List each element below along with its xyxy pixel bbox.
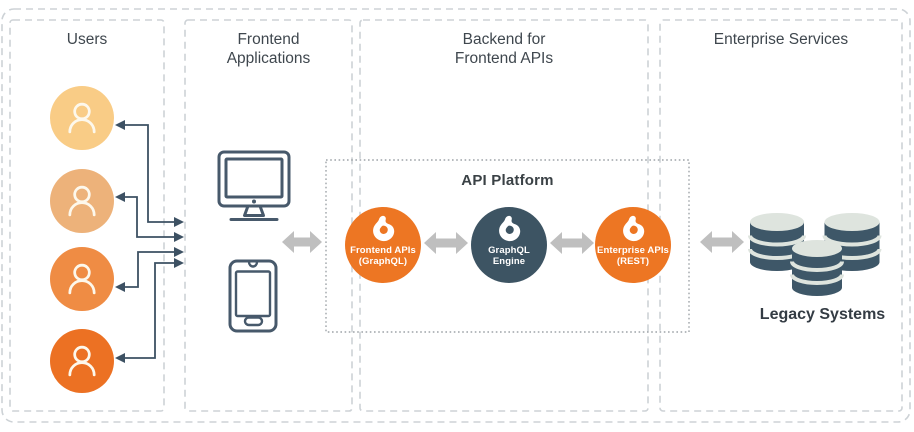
- api-platform-title: API Platform: [461, 172, 554, 189]
- node-frontend-apis: Frontend APIs (GraphQL): [345, 207, 421, 283]
- user-avatar-3: [50, 247, 114, 311]
- double-arrow-frontendapi-engine-icon: [424, 232, 468, 254]
- database-stack-back-left-icon: [748, 213, 806, 271]
- user-connector-1: [115, 120, 184, 227]
- legacy-systems-caption: Legacy Systems: [759, 306, 886, 323]
- user-avatar-2: [50, 169, 114, 233]
- node-enterprise-apis: Enterprise APIs (REST): [595, 207, 671, 283]
- arrowhead-left-icon: [115, 192, 125, 202]
- node-label: Frontend APIs (GraphQL): [350, 245, 416, 267]
- frontend-column-box: [184, 19, 353, 412]
- user-connector-3: [115, 247, 184, 292]
- arrowhead-left-icon: [115, 120, 125, 130]
- user-connector-4: [115, 258, 184, 363]
- double-arrow-api-legacy-icon: [700, 231, 744, 253]
- double-arrow-engine-enterpriseapi-icon: [550, 232, 594, 254]
- node-graphql-engine: GraphQL Engine: [471, 207, 547, 283]
- person-icon: [68, 102, 96, 134]
- node-label: GraphQL Engine: [488, 245, 530, 267]
- person-icon: [68, 185, 96, 217]
- api-platform-box: [325, 159, 690, 333]
- enterprise-column-box: [659, 19, 903, 412]
- person-icon: [68, 263, 96, 295]
- tablet-icon: [228, 259, 278, 333]
- flame-logo-icon: [372, 215, 394, 242]
- flame-logo-icon: [498, 215, 520, 242]
- person-icon: [68, 345, 96, 377]
- database-stack-front-icon: [790, 240, 844, 296]
- arrowhead-right-icon: [174, 217, 184, 227]
- node-label: Enterprise APIs (REST): [597, 245, 669, 267]
- users-column-box: [9, 19, 165, 412]
- arrowhead-left-icon: [115, 282, 125, 292]
- outer-dashed-frame: [1, 8, 911, 423]
- user-avatar-1: [50, 86, 114, 150]
- enterprise-column-title: Enterprise Services: [713, 31, 849, 48]
- user-avatar-4: [50, 329, 114, 393]
- desktop-monitor-icon: [217, 150, 291, 221]
- users-column-title: Users: [66, 31, 108, 48]
- arrowhead-left-icon: [115, 353, 125, 363]
- backend-column-title: Backend for Frontend APIs: [454, 31, 554, 67]
- flame-logo-icon: [622, 215, 644, 242]
- arrowhead-right-icon: [174, 232, 184, 242]
- frontend-column-title: Frontend Applications: [226, 31, 311, 67]
- arrowhead-right-icon: [174, 258, 184, 268]
- arrowhead-right-icon: [174, 247, 184, 257]
- user-connector-2: [115, 192, 184, 242]
- double-arrow-devices-api-icon: [282, 231, 322, 253]
